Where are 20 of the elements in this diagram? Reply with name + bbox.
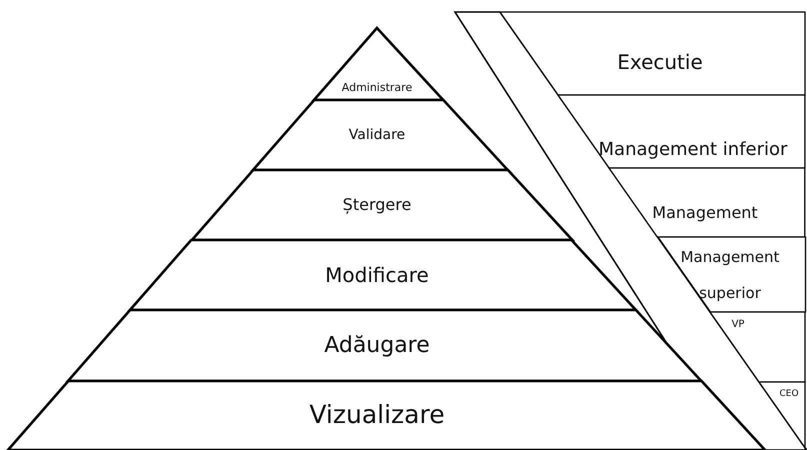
level-label: Vizualizare [309, 401, 445, 430]
level-label: Executie [616, 50, 704, 74]
level-label: Management [651, 204, 759, 222]
level-label: CEO [778, 388, 800, 400]
hierarchy-row [558, 95, 805, 168]
level-label: Administrare [342, 82, 412, 94]
level-label: Validare [348, 126, 406, 144]
level-label: Adăugare [324, 332, 430, 358]
hierarchy-row [500, 12, 805, 95]
hierarchy-row [609, 168, 805, 237]
hierarchy-row [759, 382, 807, 450]
hierarchy-row [710, 312, 805, 382]
pyramid-level [252, 100, 508, 170]
level-label: Ștergere [342, 196, 412, 214]
level-label: Management superior [680, 247, 780, 304]
level-label: Management inferior [598, 140, 788, 160]
level-label: Modificare [325, 264, 429, 286]
pyramid-level [130, 240, 636, 310]
hierarchy-row [658, 237, 805, 312]
level-label: VP [730, 319, 746, 331]
